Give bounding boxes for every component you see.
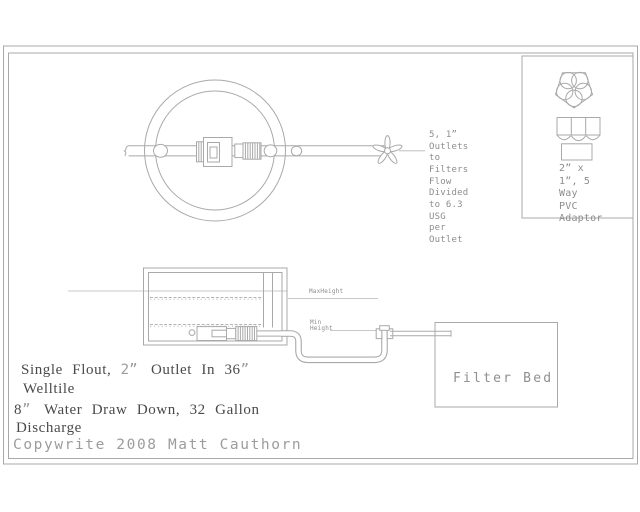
discharge-trap-pipe <box>281 330 388 364</box>
copyright-note: Copywrite 2008 Matt Cauthorn <box>13 437 303 453</box>
max-height-label: MaxHeight <box>309 288 344 295</box>
wall-coupling-right <box>263 144 278 158</box>
filter-bed-label: Filter Bed <box>453 371 554 386</box>
filter-bed-box <box>434 322 558 408</box>
filter-feed-pipe <box>390 330 452 337</box>
tee-fitting <box>375 325 394 340</box>
detail-box <box>521 55 634 219</box>
drawing-title-line-1: Single Flout, 2” Outlet In 36” <box>21 362 250 378</box>
flout-body-plan <box>196 137 233 167</box>
detail-box-frame <box>521 55 634 219</box>
side-view-tank <box>68 267 558 408</box>
drawing-subtitle-line-1: 8” Water Draw Down, 32 Gallon <box>14 401 260 418</box>
flout-body-side <box>188 326 289 342</box>
pvc-adaptor-front-view <box>556 117 601 161</box>
wall-coupling-left <box>153 143 168 158</box>
pipe-break-symbol <box>123 145 129 157</box>
inner-border <box>8 52 634 459</box>
welltile-outer-circle <box>144 79 286 222</box>
drawing-title-line-2: Welltile <box>23 381 75 397</box>
outer-border <box>3 45 638 465</box>
drawing-subtitle-line-2: Discharge <box>16 420 82 436</box>
plan-view-welltile <box>123 79 425 222</box>
tank-outer-wall <box>143 267 288 346</box>
sheet-borders <box>3 45 638 465</box>
pvc-adaptor-top-view <box>554 71 594 109</box>
flex-hose-plan <box>234 142 262 160</box>
five-way-divider-symbol <box>372 135 403 164</box>
pipe-union <box>290 145 303 157</box>
outlet-channel <box>263 272 273 328</box>
